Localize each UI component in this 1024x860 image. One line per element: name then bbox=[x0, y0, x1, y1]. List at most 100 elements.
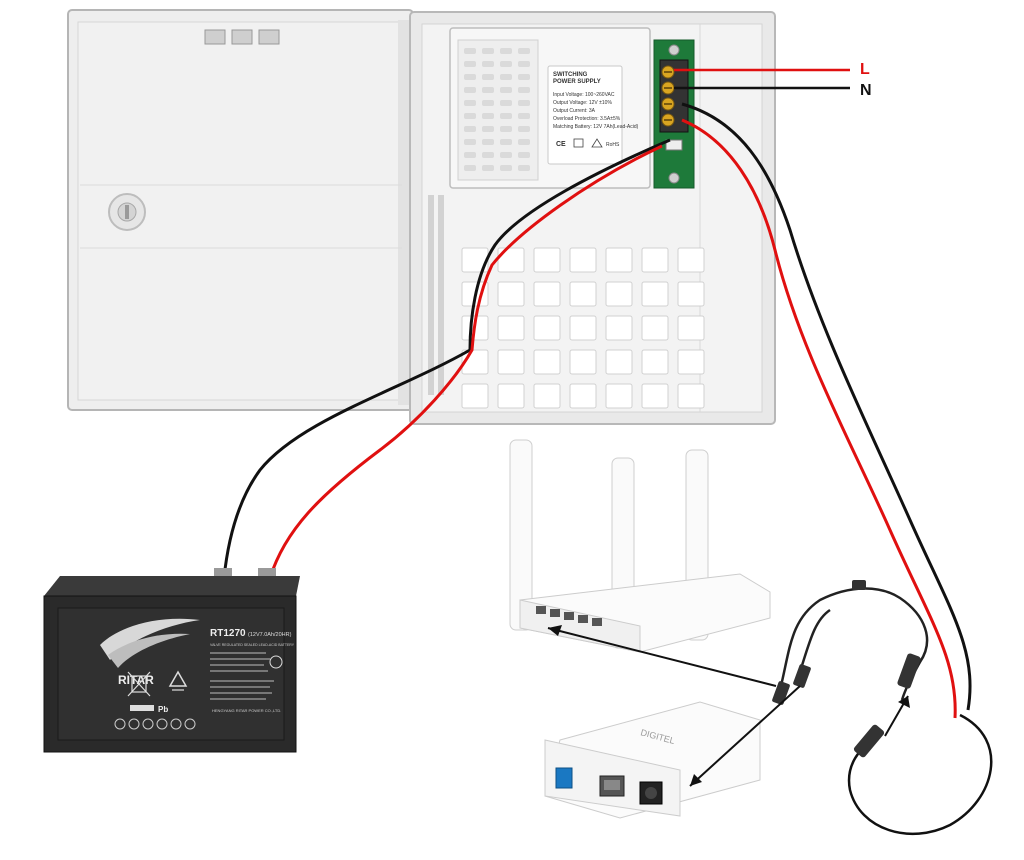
psu-vent-hole bbox=[482, 48, 494, 54]
grid-cutout bbox=[533, 349, 561, 375]
psu-vent-hole bbox=[518, 165, 530, 171]
grid-cutout bbox=[605, 349, 633, 375]
psu-vent-hole bbox=[500, 152, 512, 158]
terminal-screws bbox=[661, 65, 675, 127]
psu-vent-hole bbox=[464, 126, 476, 132]
body-grid-cutouts bbox=[461, 247, 705, 409]
grid-cutout bbox=[605, 247, 633, 273]
dc-plug-icon bbox=[793, 664, 811, 688]
fiber-port-icon bbox=[555, 767, 573, 789]
grid-cutout bbox=[497, 349, 525, 375]
grid-cutout bbox=[569, 349, 597, 375]
battery-wire-red bbox=[268, 144, 663, 579]
psu-vent-hole bbox=[464, 48, 476, 54]
wifi-router bbox=[509, 439, 771, 653]
mains-wires bbox=[674, 68, 850, 90]
grid-cutout bbox=[569, 383, 597, 409]
enclosure-door bbox=[67, 9, 414, 411]
psu-vent-hole bbox=[518, 113, 530, 119]
grid-cutout bbox=[497, 315, 525, 341]
psu-vent-hole bbox=[518, 61, 530, 67]
psu-spec-line: Input Voltage: 100~260VAC bbox=[553, 92, 615, 98]
battery-maker: HENGYANG RITAR POWER CO.,LTD. bbox=[212, 708, 281, 713]
psu-vent-hole bbox=[482, 113, 494, 119]
grid-cutout bbox=[641, 315, 669, 341]
battery-model: RT1270 bbox=[210, 628, 246, 639]
battery-type-line: VALVE REGULATED SEALED LEAD-ACID BATTERY bbox=[210, 643, 295, 647]
psu-vent-hole bbox=[464, 87, 476, 93]
grid-cutout bbox=[677, 383, 705, 409]
grid-cutout bbox=[461, 383, 489, 409]
grid-cutout bbox=[533, 383, 561, 409]
grid-cutout bbox=[497, 383, 525, 409]
psu-spec-line: Overload Protection: 3.5A±5% bbox=[553, 116, 621, 122]
dc-plug-icon bbox=[852, 580, 866, 590]
recycle-icon bbox=[168, 670, 188, 691]
psu-spec-line: Output Current: 3A bbox=[553, 108, 596, 114]
dc-wire-black bbox=[681, 102, 972, 711]
grid-cutout bbox=[641, 349, 669, 375]
battery-rating: (12V7.0Ah/20HR) bbox=[248, 632, 292, 638]
arrow-to-router bbox=[547, 627, 777, 687]
psu-vent-hole bbox=[500, 74, 512, 80]
psu-title-line1: SWITCHING bbox=[553, 72, 588, 78]
psu-vent-holes bbox=[464, 48, 530, 171]
psu-vent-hole bbox=[482, 74, 494, 80]
battery-wire-black bbox=[222, 138, 671, 579]
psu-vent-hole bbox=[482, 100, 494, 106]
psu-vent-hole bbox=[482, 126, 494, 132]
dc-wire-red bbox=[681, 118, 957, 719]
grid-cutout bbox=[605, 383, 633, 409]
grid-cutout bbox=[533, 315, 561, 341]
psu-vent-hole bbox=[518, 126, 530, 132]
dc-plug-icon bbox=[772, 681, 790, 705]
grid-cutout bbox=[533, 247, 561, 273]
psu-vent-hole bbox=[518, 87, 530, 93]
psu-spec-line: Output Voltage: 12V ±10% bbox=[553, 100, 612, 106]
grid-cutout bbox=[677, 247, 705, 273]
psu-spec-line: Matching Battery: 12V 7Ah(Lead-Acid) bbox=[553, 124, 639, 130]
door-vent-slots bbox=[204, 29, 280, 45]
psu-vent-hole bbox=[518, 152, 530, 158]
psu-vent-hole bbox=[464, 165, 476, 171]
psu-vent-hole bbox=[464, 61, 476, 67]
terminal-block-pcb bbox=[653, 39, 695, 189]
psu-vent-hole bbox=[518, 139, 530, 145]
psu-vent-hole bbox=[500, 113, 512, 119]
terminal-label-neutral: N bbox=[860, 82, 872, 99]
battery: RITAR RT1270 (12V7.0Ah/20HR) VALVE REGUL… bbox=[43, 568, 300, 753]
onu-ports bbox=[555, 767, 663, 805]
crossed-bin-icon bbox=[127, 671, 151, 697]
psu-vent-hole bbox=[500, 61, 512, 67]
grid-cutout bbox=[533, 281, 561, 307]
psu-vent-hole bbox=[464, 152, 476, 158]
psu-vent-hole bbox=[500, 139, 512, 145]
psu-vent-hole bbox=[500, 100, 512, 106]
door-lock-icon bbox=[108, 193, 146, 231]
dc-plug-male-icon bbox=[853, 724, 885, 758]
grid-cutout bbox=[497, 281, 525, 307]
psu-vent-hole bbox=[482, 152, 494, 158]
grid-cutout bbox=[677, 281, 705, 307]
grid-cutout bbox=[641, 383, 669, 409]
psu-cert-icons: CE RoHS bbox=[556, 138, 620, 148]
grid-cutout bbox=[641, 281, 669, 307]
psu-vent-hole bbox=[482, 139, 494, 145]
psu-vent-hole bbox=[500, 126, 512, 132]
psu-vent-hole bbox=[518, 48, 530, 54]
psu-vent-hole bbox=[482, 61, 494, 67]
battery-chem: Pb bbox=[158, 705, 168, 714]
psu-vent-hole bbox=[500, 87, 512, 93]
body-vent-slots bbox=[428, 195, 444, 395]
router-ports bbox=[536, 606, 602, 626]
psu-vent-hole bbox=[464, 139, 476, 145]
psu-vent-hole bbox=[500, 48, 512, 54]
psu-vent-hole bbox=[518, 74, 530, 80]
grid-cutout bbox=[605, 315, 633, 341]
battery-safety-icons bbox=[114, 718, 196, 730]
power-supply-module: SWITCHING POWER SUPPLY Input Voltage: 10… bbox=[449, 27, 651, 189]
onu-device: DIGITEL bbox=[544, 701, 761, 819]
grid-cutout bbox=[677, 315, 705, 341]
psu-vent-hole bbox=[482, 87, 494, 93]
